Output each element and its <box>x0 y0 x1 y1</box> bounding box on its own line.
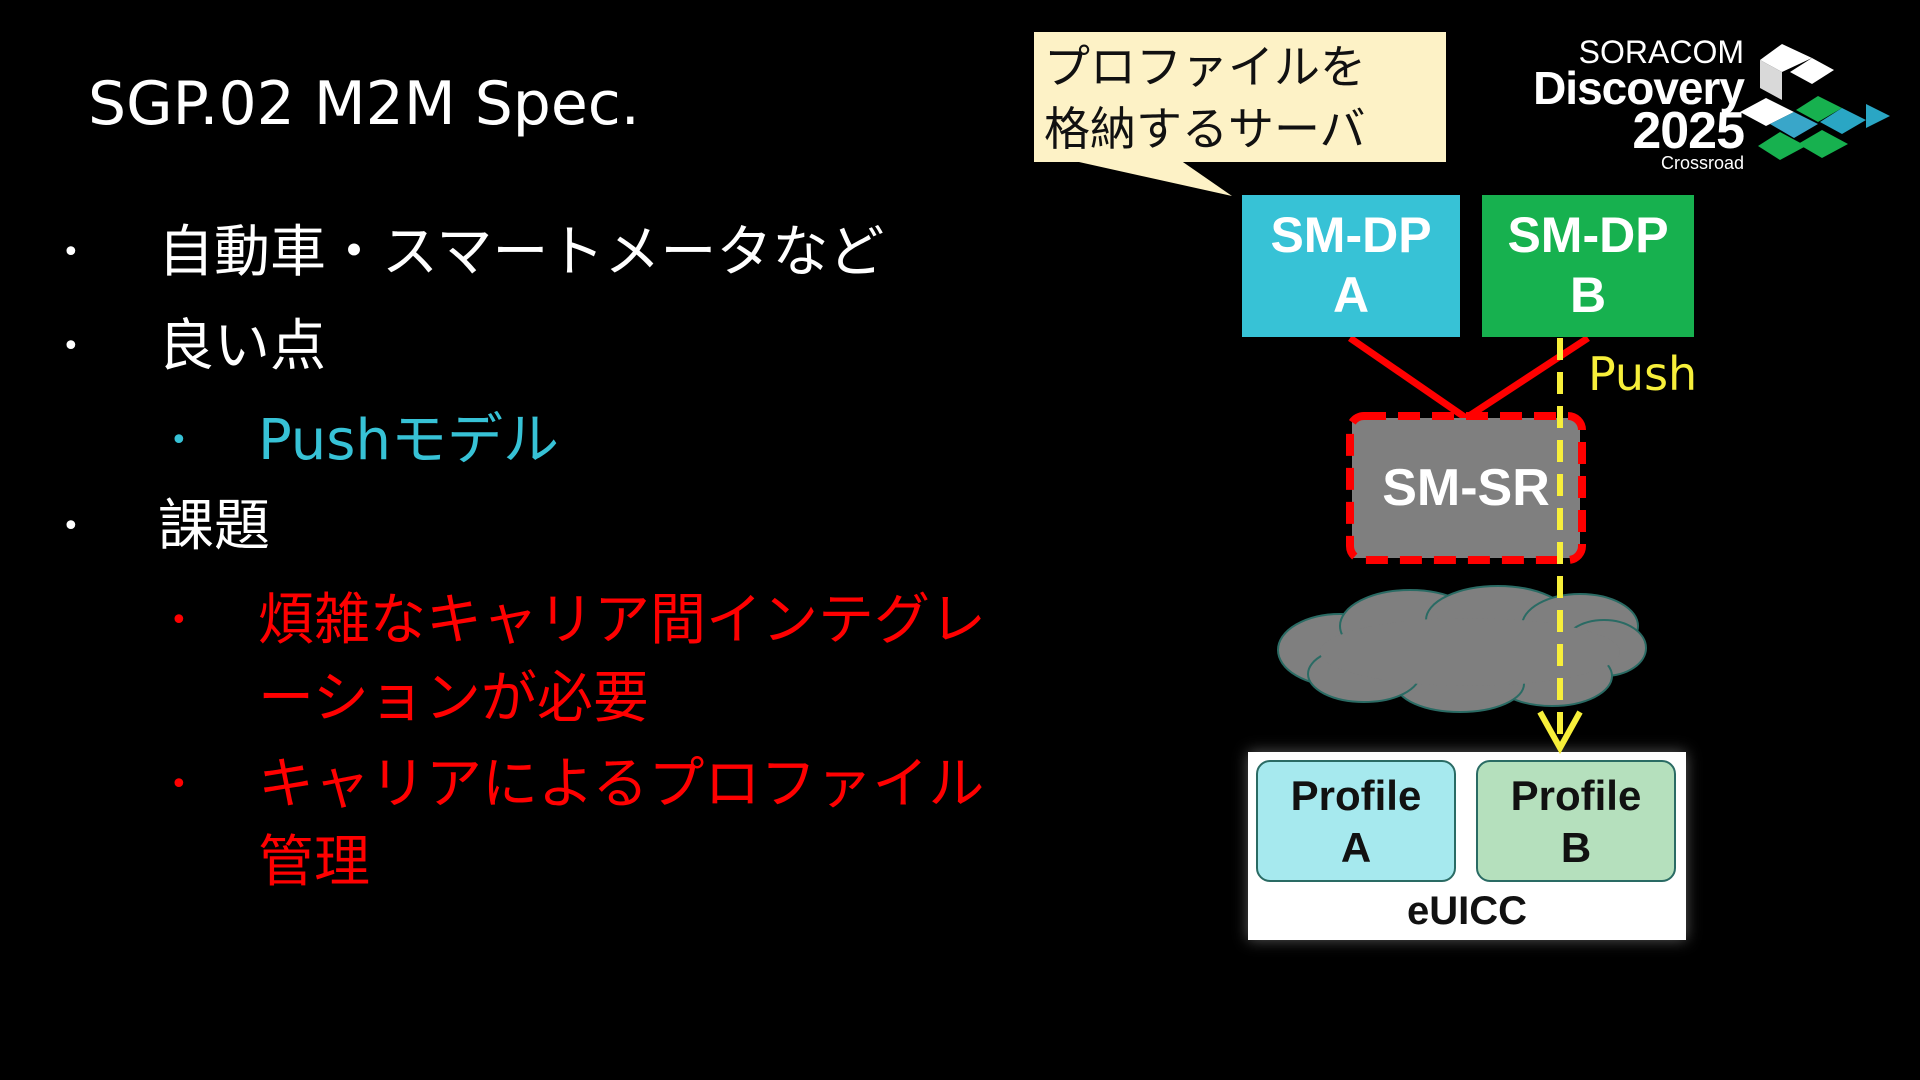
sub-bullet-item: • Pushモデル <box>62 402 1022 480</box>
bullet-text: 煩雑なキャリア間インテグレーションが必要 <box>258 588 986 731</box>
bullet-item: • 自動車・スマートメータなど <box>62 214 1022 292</box>
bullet-text: 課題 <box>158 494 270 559</box>
link-dp-a-to-sr <box>1348 335 1468 421</box>
bullet-dot: • <box>170 767 188 802</box>
profile-a-label: Profile <box>1290 772 1422 819</box>
storage-server-callout: プロファイルを 格納するサーバ <box>1034 32 1446 162</box>
profile-a-id: A <box>1340 824 1372 871</box>
sm-sr-dashed-border <box>1346 412 1586 564</box>
profile-b-id: B <box>1560 824 1592 871</box>
sub-bullet-item: • キャリアによるプロファイル管理 <box>62 746 1022 902</box>
bullet-text: キャリアによるプロファイル管理 <box>258 752 985 895</box>
bullet-dot: • <box>170 603 188 638</box>
sm-sr-label: SM-SR <box>1382 459 1550 517</box>
callout-line-1: プロファイルを <box>1044 40 1366 94</box>
bullet-text: 良い点 <box>158 314 326 379</box>
bullet-item: • 課題 <box>62 488 1022 566</box>
bullet-list: • 自動車・スマートメータなど • 良い点 • Pushモデル • 課題 • 煩… <box>62 214 1022 910</box>
sub-bullet-item: • 煩雑なキャリア間インテグレーションが必要 <box>62 582 1022 738</box>
sm-dp-a-id: A <box>1332 267 1370 323</box>
push-label: Push <box>1588 347 1698 401</box>
profile-b-label: Profile <box>1510 772 1642 819</box>
slide-title: SGP.02 M2M Spec. <box>88 69 640 139</box>
sm-dp-a-box: SM-DP A <box>1242 195 1460 337</box>
bullet-dot: • <box>62 329 80 364</box>
cloud-core <box>1320 618 1620 686</box>
euicc-label: eUICC <box>1406 889 1528 933</box>
callout-tail <box>1070 160 1232 196</box>
event-logo-text: SORACOM Discovery 2025 Crossroad <box>1494 34 1745 173</box>
bullet-dot: • <box>170 423 188 458</box>
profile-a: Profile A <box>1256 760 1456 882</box>
sm-dp-a-label: SM-DP <box>1270 207 1432 263</box>
bullet-dot: • <box>62 235 80 270</box>
bullet-text: 自動車・スマートメータなど <box>158 220 885 285</box>
sm-sr-box: SM-SR <box>1352 418 1580 558</box>
bullet-item: • 良い点 <box>62 308 1022 386</box>
callout-line-2: 格納するサーバ <box>1044 102 1366 156</box>
logo-soracom: SORACOM <box>1578 34 1744 70</box>
link-dp-b-to-sr <box>1464 335 1590 421</box>
logo-crossroad: Crossroad <box>1660 153 1744 173</box>
bullet-dot: • <box>62 509 80 544</box>
sm-dp-b-label: SM-DP <box>1507 207 1669 263</box>
sm-dp-b-id: B <box>1569 267 1607 323</box>
push-arrow-head <box>1537 710 1583 755</box>
euicc-card: Profile A Profile B eUICC <box>1248 752 1686 940</box>
sm-dp-b-box: SM-DP B <box>1482 195 1694 337</box>
logo-discovery: Discovery <box>1533 62 1745 114</box>
bullet-text: Pushモデル <box>258 408 559 473</box>
logo-year: 2025 <box>1632 102 1745 160</box>
profile-b: Profile B <box>1476 760 1676 882</box>
